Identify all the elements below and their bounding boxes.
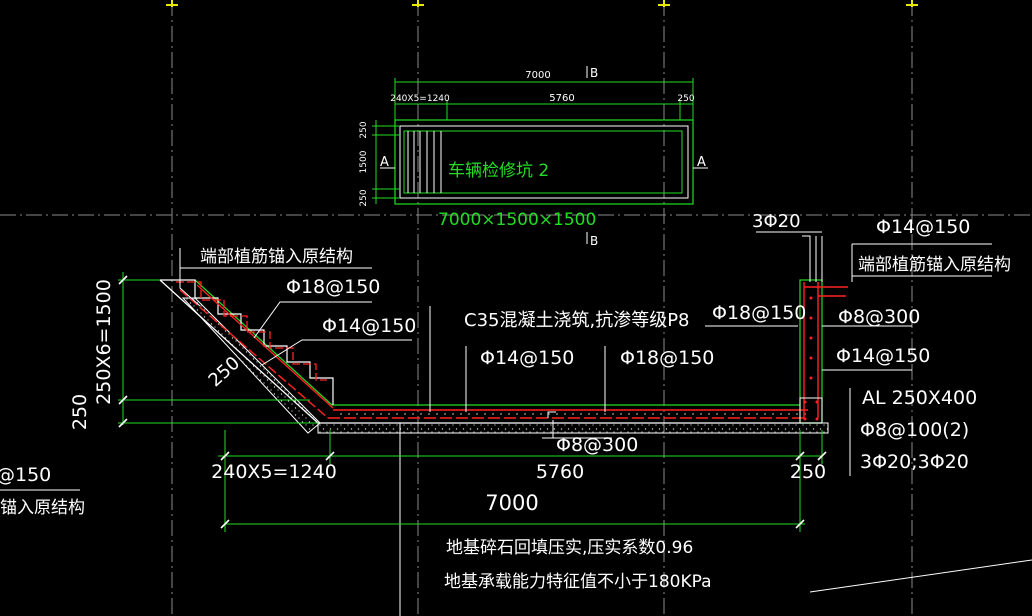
plan-cut-bottom: B <box>590 234 598 248</box>
beam-stirrup: Φ8@100(2) <box>860 419 969 441</box>
left-anchor-note: 端部植筋锚入原结构 <box>200 247 353 267</box>
foundation-note-1: 地基碎石回填压实,压实系数0.96 <box>446 538 693 558</box>
dim-total: 7000 <box>485 491 538 515</box>
plan-left-top: 250 <box>359 121 369 138</box>
plan-stairs-dim: 240X5=1240 <box>390 94 450 104</box>
grid-markers <box>166 0 918 7</box>
beam-name: AL 250X400 <box>862 387 977 409</box>
plan-middle-dim: 5760 <box>549 93 574 104</box>
bottom-top-bar-2: Φ18@150 <box>620 347 714 369</box>
concrete-note: C35混凝土浇筑,抗渗等级P8 <box>464 310 690 331</box>
wall-bar-1: Φ18@150 <box>712 302 806 324</box>
edge-left-note: 锚入原结构 <box>0 498 85 518</box>
slope-thickness: 250 <box>205 353 245 392</box>
plan-section-left: A <box>380 155 389 170</box>
plan-title: 车辆检修坑 2 <box>448 161 549 181</box>
plan-size: 7000×1500×1500 <box>438 210 596 230</box>
height-stairs: 250X6=1500 <box>93 279 115 405</box>
plan-view: 7000 B 240X5=1240 5760 250 250 1500 250 … <box>359 66 708 248</box>
beam-bars: 3Φ20;3Φ20 <box>860 451 969 473</box>
plan-section-right: A <box>697 155 706 170</box>
wall-outer-bar: Φ14@150 <box>876 216 970 238</box>
foundation-note-2: 地基承载能力特征值不小于180KPa <box>444 572 712 592</box>
section-view <box>159 279 848 434</box>
rebar-slope-2: Φ14@150 <box>322 315 416 337</box>
edge-left-bar: @150 <box>0 464 51 486</box>
wall-bar-3: Φ14@150 <box>836 345 930 367</box>
height-slab: 250 <box>69 394 91 430</box>
leader-lines <box>0 231 1032 616</box>
wall-top-bars: 3Φ20 <box>752 211 801 232</box>
dim-middle: 5760 <box>536 461 584 483</box>
plan-cut-top: B <box>590 66 598 80</box>
dim-end: 250 <box>790 461 826 483</box>
rebar-slope-1: Φ18@150 <box>286 276 380 298</box>
bottom-dist-bar: Φ8@300 <box>556 434 638 456</box>
plan-left-bottom: 250 <box>359 189 369 206</box>
plan-end-dim: 250 <box>677 94 694 104</box>
dim-ticks <box>118 275 827 529</box>
right-anchor-note: 端部植筋锚入原结构 <box>858 255 1011 275</box>
dim-stairs: 240X5=1240 <box>211 461 337 483</box>
bottom-top-bar-1: Φ14@150 <box>480 347 574 369</box>
plan-total-dim: 7000 <box>525 70 550 81</box>
wall-bar-2: Φ8@300 <box>838 306 920 328</box>
plan-left-mid: 1500 <box>359 150 369 173</box>
